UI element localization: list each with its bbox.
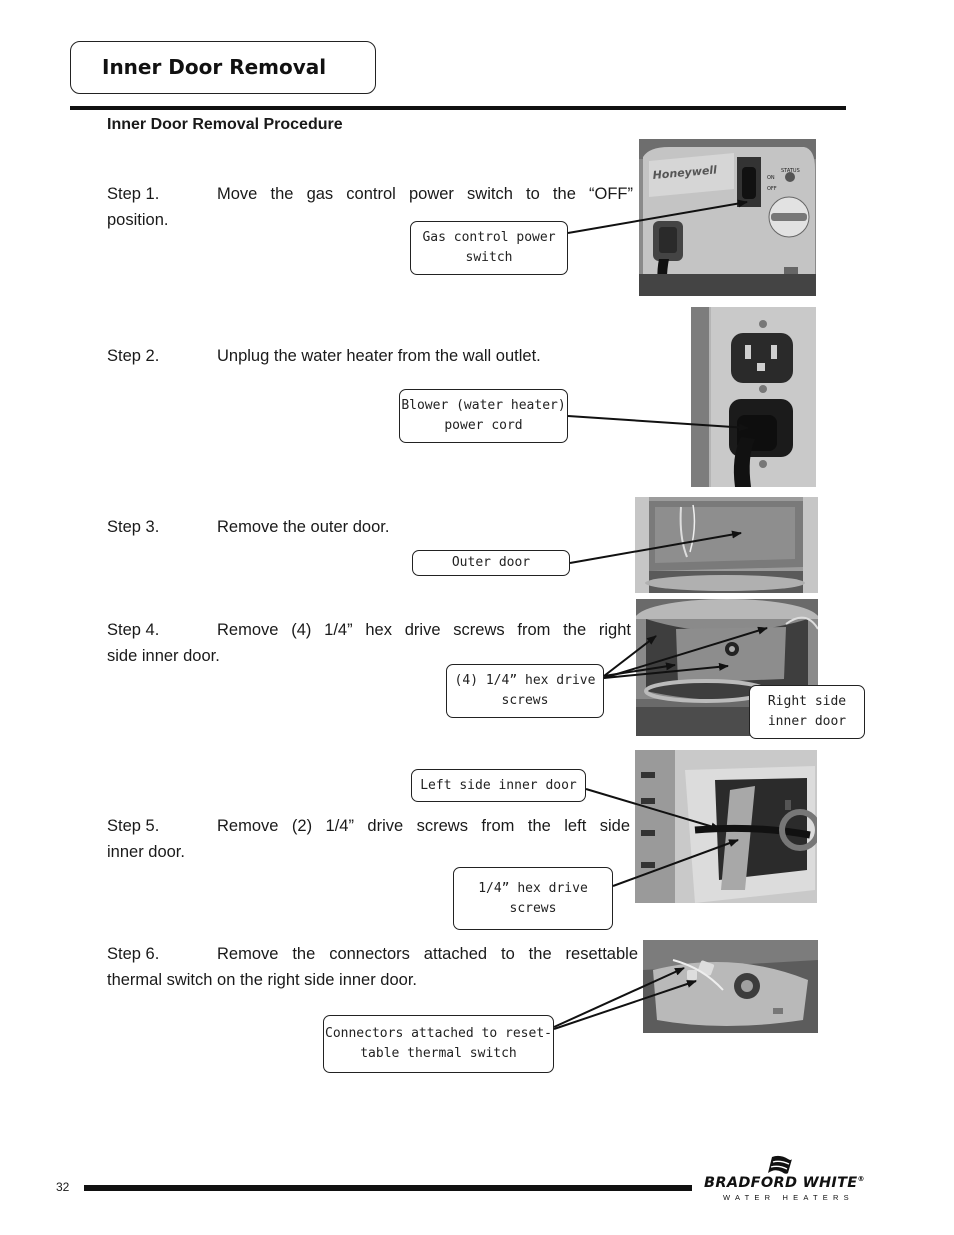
callout-line: screws: [501, 693, 549, 708]
status-label: STATUS: [781, 168, 800, 174]
callout-hex-screws: (4) 1/4” hex drive screws: [446, 664, 604, 718]
leader-line: [603, 626, 768, 679]
callout-line: switch: [465, 250, 513, 265]
callout-connectors: Connectors attached to reset-table therm…: [323, 1015, 554, 1073]
callout-line: 1/4” hex drive: [478, 880, 588, 896]
callout-line: Gas control power: [422, 230, 556, 245]
brand-flag-icon: [768, 1155, 792, 1174]
callout-gas-switch: Gas control power switch: [410, 221, 568, 275]
step-3: Step 3. Remove the outer door.: [107, 514, 633, 540]
step-text: Remove (2) 1/4” drive screws from the le…: [217, 817, 630, 835]
step-text: Remove the outer door.: [217, 518, 390, 536]
page-number: 32: [56, 1180, 70, 1194]
leader-line: [567, 199, 748, 234]
brand-label: Honeywell: [652, 163, 718, 182]
callout-right-inner-door: Right side inner door: [749, 685, 865, 739]
procedure-title: Inner Door Removal Procedure: [107, 116, 343, 133]
step-text-continued: inner door.: [107, 843, 185, 861]
callout-line: power cord: [444, 418, 523, 433]
step-1: Step 1. Move the gas control power switc…: [107, 181, 633, 233]
leader-line: [612, 839, 739, 887]
leader-line: [553, 980, 697, 1030]
step-text: Remove (4) 1/4” hex drive screws from th…: [217, 621, 631, 639]
step-number: Step 2.: [107, 347, 160, 365]
photo-right-inner-door: [636, 599, 818, 736]
leader-line: [567, 415, 749, 432]
callout-line: (4) 1/4” hex drive: [454, 673, 596, 688]
leader-line: [585, 788, 721, 831]
registered-mark: ®: [857, 1175, 865, 1184]
callout-line: Connectors attached to reset-: [325, 1026, 552, 1041]
callout-line: Left side inner door: [420, 777, 577, 793]
callout-line: inner door: [767, 714, 847, 729]
callout-line: screws: [509, 900, 557, 916]
section-title: Inner Door Removal: [102, 55, 327, 79]
step-number: Step 1.: [107, 185, 160, 203]
step-text: Remove the connectors attached to the re…: [217, 945, 638, 963]
step-6: Step 6. Remove the connectors attached t…: [107, 941, 638, 993]
step-text-continued: thermal switch on the right side inner d…: [107, 971, 417, 989]
callout-power-cord: Blower (water heater) power cord: [399, 389, 568, 443]
callout-line: table thermal switch: [360, 1046, 517, 1061]
brand-name: BRADFORD WHITE: [704, 1175, 858, 1191]
header-rule: [70, 106, 846, 110]
step-4: Step 4. Remove (4) 1/4” hex drive screws…: [107, 617, 631, 669]
footer-rule: [84, 1185, 692, 1191]
step-text-continued: side inner door.: [107, 647, 220, 665]
photo-left-inner-door: [635, 750, 817, 903]
brand-tagline: WATER HEATERS: [723, 1193, 854, 1202]
callout-line: Outer door: [451, 555, 531, 570]
off-label: OFF: [767, 186, 777, 192]
step-5: Step 5. Remove (2) 1/4” drive screws fro…: [107, 813, 630, 865]
callout-line: Right side: [767, 694, 847, 709]
photo-gas-control: Honeywell STATUS ON OFF: [639, 139, 816, 296]
photo-wall-outlet: [691, 307, 816, 487]
step-number: Step 4.: [107, 621, 160, 639]
photo-thermal-switch: [643, 940, 818, 1033]
step-text: Unplug the water heater from the wall ou…: [217, 347, 541, 365]
on-label: ON: [767, 175, 775, 181]
leader-line: [603, 662, 729, 679]
step-number: Step 3.: [107, 518, 160, 536]
callout-line: Blower (water heater): [401, 398, 566, 413]
step-number: Step 6.: [107, 945, 160, 963]
callout-outer-door: Outer door: [412, 550, 570, 576]
step-number: Step 5.: [107, 817, 160, 835]
leader-line: [569, 530, 742, 564]
leader-line: [603, 635, 657, 677]
leader-line: [553, 967, 685, 1028]
step-text: Move the gas control power switch to the…: [217, 185, 633, 203]
callout-drive-screws: 1/4” hex drive screws: [453, 867, 613, 930]
step-text-continued: position.: [107, 211, 169, 229]
step-2: Step 2. Unplug the water heater from the…: [107, 343, 633, 369]
brand-logo: BRADFORD WHITE®: [704, 1175, 865, 1191]
callout-left-inner-door: Left side inner door: [411, 769, 586, 802]
section-title-box: [70, 41, 376, 94]
